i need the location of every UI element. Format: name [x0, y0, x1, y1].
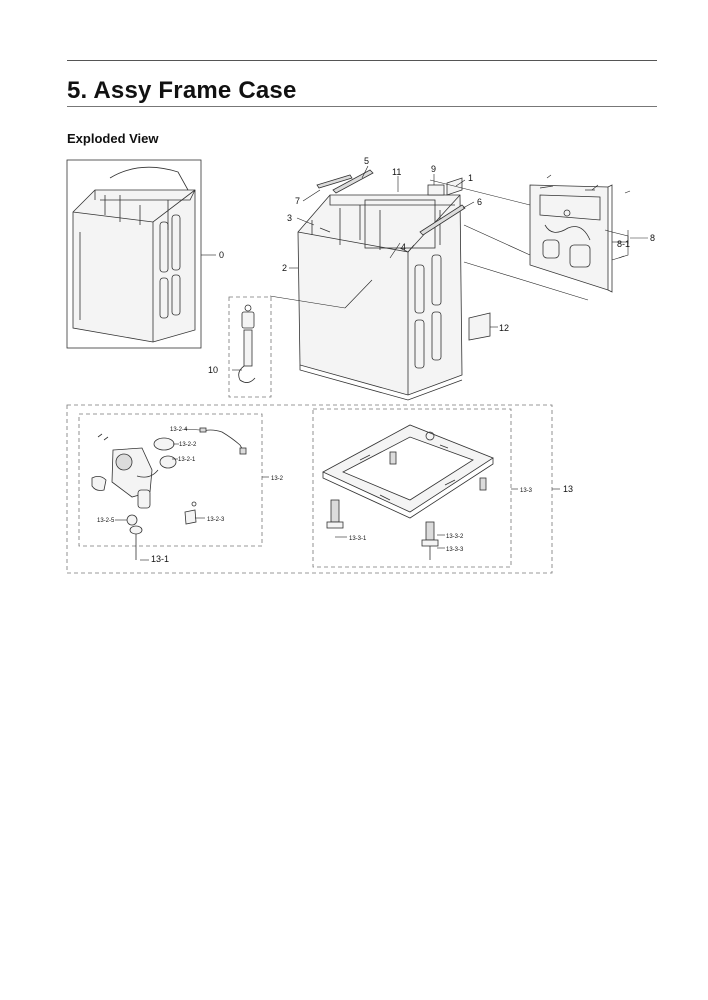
part-group-13-3-box [312, 408, 512, 568]
bracket-part-9 [427, 184, 445, 196]
drain-hose-illustration [238, 304, 256, 383]
callout-13-2-2: 13-2-2 [179, 442, 197, 448]
callout-13-2-5: 13-2-5 [97, 518, 115, 524]
callout-9: 9 [431, 164, 436, 174]
callout-4: 4 [401, 242, 406, 252]
callout-7: 7 [295, 196, 300, 206]
pump-assembly-illustration [91, 427, 247, 560]
exploded-view-heading: Exploded View [67, 131, 159, 146]
callout-8: 8 [650, 233, 655, 243]
callout-13: 13 [563, 484, 573, 494]
callout-13-2-4: 13-2-4 [170, 427, 188, 433]
base-frame-illustration [322, 424, 494, 560]
callout-1: 1 [468, 173, 473, 183]
bracket-part-12 [468, 312, 491, 341]
hose-group-box [228, 296, 272, 398]
callout-13-2-3: 13-2-3 [207, 517, 225, 523]
callout-12: 12 [499, 323, 509, 333]
bracket-part-7 [316, 174, 353, 189]
callout-5: 5 [364, 156, 369, 166]
callout-13-3: 13-3 [520, 488, 533, 494]
callout-13-2: 13-2 [271, 476, 284, 482]
bracket-part-6 [419, 204, 466, 236]
callout-6: 6 [477, 197, 482, 207]
callout-13-3-1: 13-3-1 [349, 536, 367, 542]
section-title: 5. Assy Frame Case [67, 77, 297, 104]
callout-11: 11 [392, 167, 401, 177]
frame-case-exploded-illustration [297, 194, 463, 401]
callout-2: 2 [282, 263, 287, 273]
part-group-13-2-box [78, 413, 263, 547]
callout-13-3-2: 13-3-2 [446, 534, 464, 540]
callout-13-1: 13-1 [151, 554, 169, 564]
callout-13-2-1: 13-2-1 [178, 457, 196, 463]
callout-0: 0 [219, 250, 224, 260]
callout-3: 3 [287, 213, 292, 223]
callout-8-1: 8-1 [617, 239, 630, 249]
callout-13-3-3: 13-3-3 [446, 547, 464, 553]
callout-10: 10 [208, 365, 218, 375]
top-rule [67, 60, 657, 61]
bracket-part-1 [446, 177, 463, 196]
back-panel-illustration [529, 184, 613, 293]
frame-case-assembly-illustration [66, 159, 202, 349]
title-rule [67, 106, 657, 107]
